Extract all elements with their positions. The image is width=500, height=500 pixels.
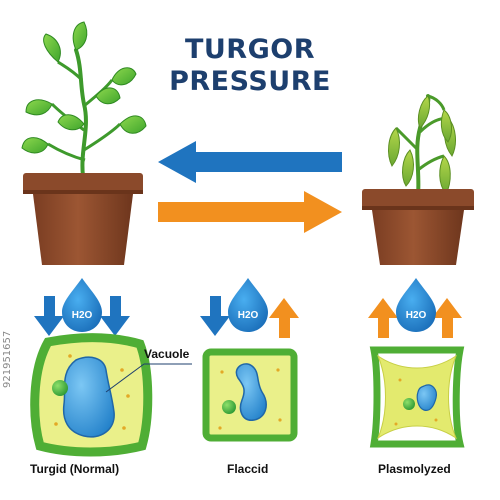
turgid-vacuole [62,356,115,438]
water-label-turgid: H2O [72,310,93,321]
arrow-left-blue [158,141,342,183]
state-label-flaccid: Flaccid [227,462,269,476]
turgid-down-arrow-right [100,296,130,336]
plasmolyzed-cell [369,346,465,448]
healthy-plant [21,21,147,178]
turgid-cell [30,333,153,457]
title-line-1: TURGOR [184,34,316,65]
healthy-plant-pot [23,173,143,265]
title-line-2: PRESSURE [169,66,331,97]
flaccid-nucleus [222,400,236,414]
plasmolyzed-nucleus [403,398,415,410]
vacuole-pointer [105,363,192,393]
state-label-plasmolyzed: Plasmolyzed [378,462,451,476]
water-drop-icon-flaccid [228,278,268,332]
plasmolyzed-vacuole [416,384,437,411]
water-label-flaccid: H2O [238,310,259,321]
wilted-plant-pot [362,189,474,265]
flaccid-cell [202,348,298,442]
flaccid-down-arrow [200,296,230,336]
turgid-down-arrow-left [34,296,64,336]
vacuole-label: Vacuole [144,347,190,361]
flaccid-vacuole [235,363,267,421]
state-label-turgid: Turgid (Normal) [30,462,120,476]
plasmolyzed-up-arrow-left [368,298,398,338]
wilted-plant [388,94,456,198]
flaccid-up-arrow [269,298,299,338]
stock-id: 921951657 [2,330,13,388]
water-drop-icon-turgid [62,278,102,332]
water-label-plasmolyzed: H2O [406,310,427,321]
plasmolyzed-up-arrow-right [432,298,462,338]
turgid-nucleus [52,380,68,396]
water-drop-icon-plasmolyzed [396,278,436,332]
arrow-right-orange [158,191,342,233]
